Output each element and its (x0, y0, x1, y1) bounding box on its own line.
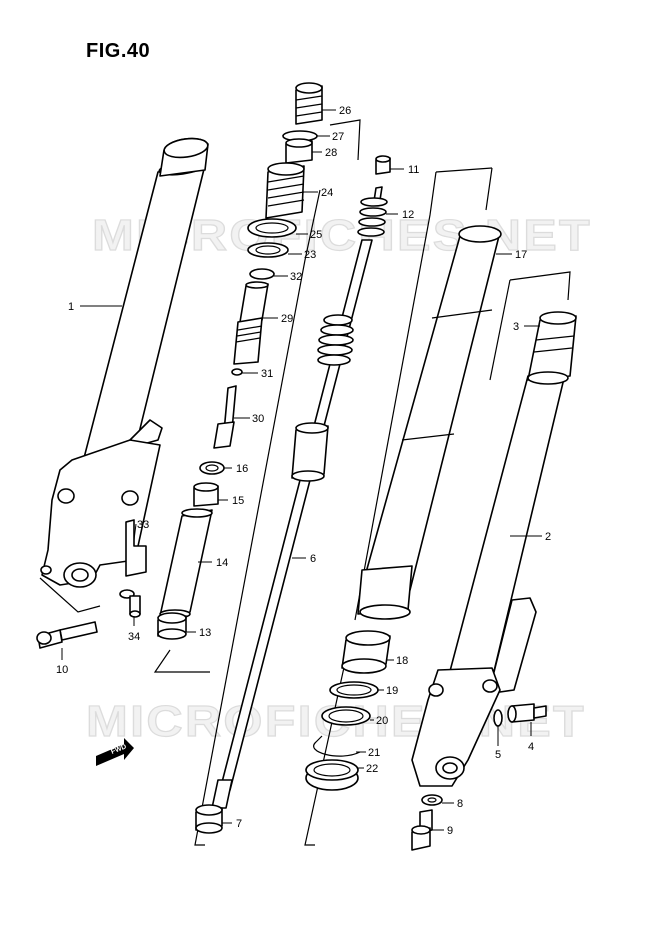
bolt-34 (119, 589, 141, 618)
bushing-16 (199, 461, 225, 475)
washer-23 (247, 242, 289, 258)
figure-title: FIG.40 (86, 40, 151, 62)
outer-group-frame-left (489, 279, 511, 381)
leader-lines (61, 109, 542, 831)
stopper-ring-21 (313, 735, 361, 757)
callout-11: 11 (408, 164, 419, 176)
oil-lock-piece-7 (195, 804, 223, 834)
tube-group-frame-top (435, 167, 493, 173)
spacer-14 (159, 508, 213, 619)
o-ring-32 (249, 268, 275, 280)
callout-25: 25 (310, 229, 322, 241)
callout-15: 15 (232, 495, 244, 507)
dust-seal-22 (305, 759, 359, 791)
callout-6: 6 (310, 553, 316, 565)
callout-30: 30 (252, 413, 264, 425)
cartridge-group-frame (153, 649, 210, 673)
outer-group-frame-top (509, 271, 571, 301)
callout-26: 26 (339, 105, 351, 117)
callout-18: 18 (396, 655, 408, 667)
callout-33: 33 (137, 519, 149, 531)
fork-cap-24 (265, 162, 305, 219)
rod-spring-12 (357, 186, 388, 237)
damper-needle-30 (213, 385, 237, 449)
callout-20: 20 (376, 715, 388, 727)
oil-seal-20 (321, 706, 371, 726)
o-ring-25 (247, 218, 297, 238)
washer-28 (285, 138, 313, 164)
callout-16: 16 (236, 463, 248, 475)
bolt-9 (411, 809, 433, 851)
washer-19 (329, 681, 379, 699)
inner-tube-17 (357, 225, 502, 620)
tube-group-frame-left (354, 171, 437, 621)
callout-28: 28 (325, 147, 337, 159)
right-outer-tube-2 (411, 311, 577, 787)
callout-21: 21 (368, 747, 380, 759)
damper-rod-6 (211, 239, 373, 809)
callout-numbers: 1 2 3 4 5 6 7 8 9 10 11 12 13 14 15 16 1… (56, 105, 551, 837)
adjuster-rod-29 (233, 281, 269, 365)
callout-17: 17 (515, 249, 527, 261)
bolt-10 (36, 621, 98, 649)
tube-group-frame-right (485, 167, 493, 211)
callout-29: 29 (281, 313, 293, 325)
callout-24: 24 (321, 187, 333, 199)
callout-9: 9 (447, 825, 453, 837)
washer-5 (493, 709, 503, 727)
callout-5: 5 (495, 749, 501, 761)
callout-3: 3 (513, 321, 519, 333)
callout-22: 22 (366, 763, 378, 775)
bracket-group-frame (39, 577, 101, 613)
callout-7: 7 (236, 818, 242, 830)
cap-bolt-26 (295, 82, 323, 125)
left-outer-tube (40, 137, 209, 588)
inner-group-frame-left (194, 189, 321, 846)
callout-14: 14 (216, 557, 228, 569)
callout-2: 2 (545, 531, 551, 543)
callout-10: 10 (56, 664, 68, 676)
callout-4: 4 (528, 741, 534, 753)
air-valve-4 (507, 703, 547, 723)
washer-8 (421, 794, 443, 806)
bracket-33 (125, 519, 147, 577)
stopper-13 (157, 612, 187, 640)
callout-34: 34 (128, 631, 140, 643)
callout-13: 13 (199, 627, 211, 639)
inner-group-frame-top (329, 119, 361, 161)
callout-12: 12 (402, 209, 414, 221)
nut-11 (375, 155, 391, 175)
callout-23: 23 (304, 249, 316, 261)
callout-31: 31 (261, 368, 273, 380)
callout-19: 19 (386, 685, 398, 697)
slide-bush-18 (341, 630, 391, 674)
callout-32: 32 (290, 271, 302, 283)
callout-1: 1 (68, 301, 74, 313)
washer-31 (231, 368, 243, 376)
callout-8: 8 (457, 798, 463, 810)
callout-27: 27 (332, 131, 344, 143)
piston-15 (193, 482, 219, 507)
